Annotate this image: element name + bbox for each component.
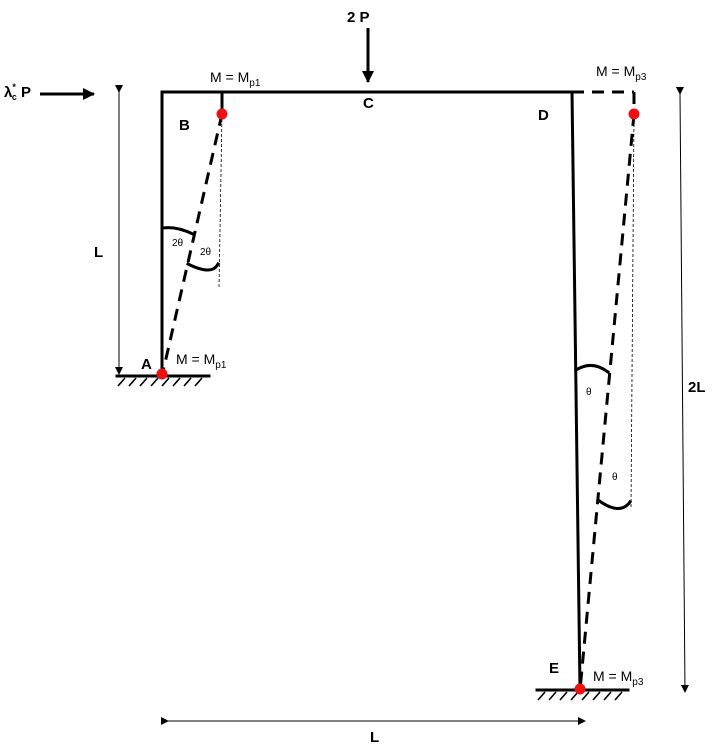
angle-arc-left-2 bbox=[185, 261, 221, 272]
left-column-displaced bbox=[160, 113, 224, 377]
node-label-E: E bbox=[549, 660, 559, 677]
horizontal-load-label: λ*c P bbox=[4, 82, 31, 102]
moment-label-base-left: M = Mp1 bbox=[176, 351, 227, 371]
hinge-base-E bbox=[574, 683, 586, 695]
hinge-left-top bbox=[216, 108, 228, 120]
dimension-label-span: L bbox=[370, 729, 379, 746]
angle-arc-right-2 bbox=[595, 497, 633, 510]
angle-label-right-2: θ bbox=[612, 472, 618, 483]
hinge-base-A bbox=[156, 368, 168, 380]
angle-arc-right-1 bbox=[573, 364, 611, 375]
node-label-D: D bbox=[538, 107, 549, 124]
dimension-label-left: L bbox=[94, 244, 103, 261]
angle-label-right-1: θ bbox=[586, 387, 592, 398]
right-reference-line bbox=[630, 113, 635, 509]
right-column-displaced bbox=[578, 113, 636, 691]
node-label-A: A bbox=[141, 356, 152, 373]
dimension-line-right bbox=[675, 86, 689, 693]
moment-label-base-right: M = Mp3 bbox=[593, 668, 644, 688]
right-column bbox=[570, 90, 582, 692]
angle-label-left-1: 2θ bbox=[172, 238, 184, 249]
vertical-load-label: 2 P bbox=[347, 9, 370, 26]
angle-arc-left-1 bbox=[161, 226, 195, 236]
left-reference-line bbox=[218, 113, 223, 289]
node-label-B: B bbox=[179, 117, 190, 134]
node-label-C: C bbox=[363, 95, 374, 112]
moment-label-top-right: M = Mp3 bbox=[596, 63, 647, 83]
hinge-right-top bbox=[628, 108, 640, 120]
angle-label-left-2: 2θ bbox=[200, 247, 212, 258]
moment-label-top-left: M = Mp1 bbox=[210, 69, 261, 89]
dimension-label-right: 2L bbox=[688, 379, 706, 396]
